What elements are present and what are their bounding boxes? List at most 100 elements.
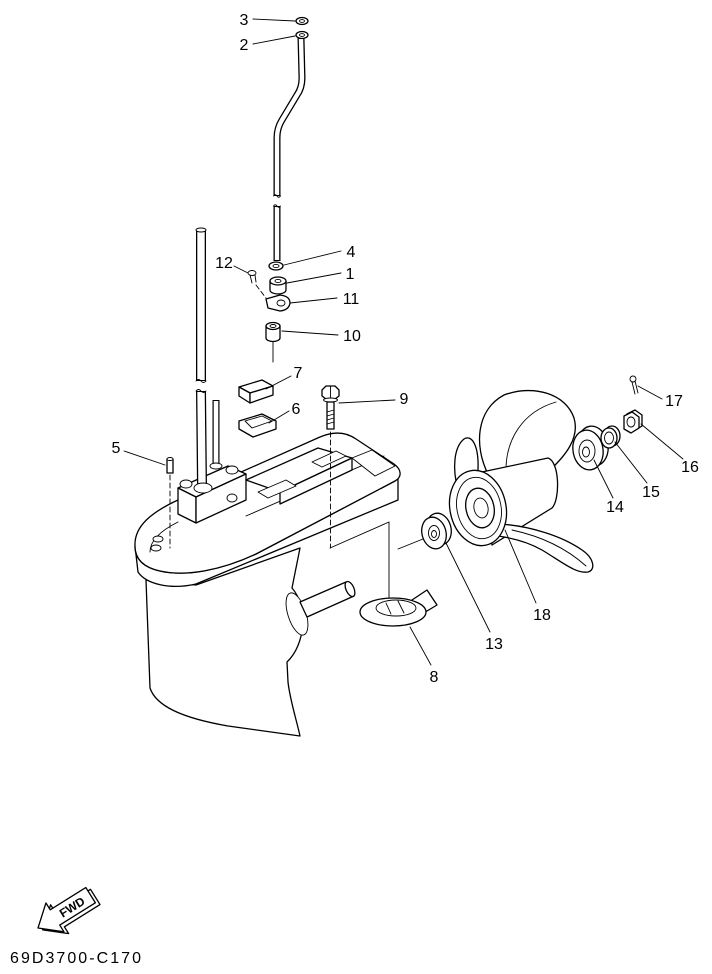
- shift-rod-assembly: [273, 16, 309, 261]
- bolt-9-thread: [326, 409, 335, 425]
- fwd-arrow-body: [37, 886, 96, 933]
- leader-lines: [123, 18, 684, 666]
- cotter-pin-17-eye: [629, 375, 637, 383]
- washer-15: [600, 425, 621, 449]
- shift-rod-upper-outline: [273, 37, 306, 196]
- leader-line-1: [286, 272, 342, 284]
- nut-16: [623, 409, 643, 434]
- gear-case-housing: [134, 432, 401, 737]
- thrust-washer-13: [421, 512, 452, 550]
- leader-line-4: [283, 250, 342, 266]
- drive-shaft-break: [195, 379, 207, 383]
- callout-11: 11: [343, 291, 360, 308]
- seal-6: [238, 413, 277, 438]
- collar-10-hole: [269, 324, 277, 328]
- dowel-pin-5: [166, 457, 174, 549]
- anode-8-detail: [385, 600, 405, 615]
- screw-12-assembly-line: [255, 284, 267, 299]
- cotter-pin-17: [629, 375, 639, 395]
- leader-line-9: [338, 399, 396, 404]
- callout-15: 15: [642, 484, 660, 501]
- callout-5: 5: [112, 440, 121, 457]
- propeller-blade-lower: [497, 523, 594, 573]
- thrust-washer-13-hole: [431, 530, 437, 538]
- callout-10: 10: [343, 328, 361, 345]
- leader-line-16: [640, 423, 684, 460]
- callout-1: 1: [346, 266, 355, 283]
- anode-8: [359, 589, 438, 627]
- shift-rod-upper-fill: [274, 38, 305, 195]
- washer-15-hole: [604, 431, 614, 445]
- callout-18: 18: [533, 607, 551, 624]
- drive-shaft-top-end: [195, 227, 207, 233]
- callout-14: 14: [606, 499, 624, 516]
- leader-line-7: [265, 375, 292, 390]
- leader-line-15: [614, 441, 648, 484]
- leader-line-13: [445, 542, 491, 633]
- plate-screw-head: [152, 535, 164, 543]
- housing-pocket: [257, 479, 297, 499]
- nut-16-hole: [626, 416, 636, 428]
- block-bolt-boss: [179, 479, 193, 489]
- rubber-pad-7-side: [249, 385, 274, 404]
- callout-7: 7: [294, 365, 303, 382]
- dowel-pin-5-top: [166, 457, 174, 461]
- propeller-blade-top: [478, 389, 576, 475]
- plate-contour-line: [149, 521, 179, 553]
- leader-line-14: [593, 459, 614, 499]
- drive-shaft-break: [195, 389, 207, 393]
- bushing-1-hole: [274, 278, 282, 284]
- drive-shaft-lower-fill: [197, 391, 206, 486]
- lower-shift-rod-bushing: [209, 462, 223, 470]
- leader-line-10: [281, 330, 339, 336]
- shift-rod-break: [273, 194, 281, 198]
- housing-pocket: [311, 450, 347, 468]
- washer-3-hole: [299, 19, 305, 23]
- leader-line-8: [409, 626, 432, 666]
- cotter-pin-17-legs: [631, 380, 639, 395]
- propeller-18: [448, 389, 594, 573]
- callout-4: 4: [347, 244, 356, 261]
- fwd-arrow-icon: FWD: [37, 886, 101, 935]
- anode-assembly-line: [329, 521, 390, 599]
- housing-ridge-side: [279, 457, 353, 505]
- propeller-blade-lower-edge: [511, 529, 587, 567]
- leader-line-17: [637, 385, 663, 400]
- drive-shaft: [193, 227, 213, 494]
- washer-4-hole: [272, 263, 280, 269]
- clip-11-hole: [276, 299, 286, 307]
- callout-2: 2: [240, 37, 249, 54]
- callout-9: 9: [400, 391, 409, 408]
- block-bolt-boss: [226, 493, 238, 503]
- callout-17: 17: [665, 393, 683, 410]
- lower-shift-rod: [209, 400, 223, 470]
- leader-line-6: [268, 410, 290, 424]
- shift-rod-connector-parts: [247, 261, 291, 363]
- callout-labels: 3 2 4 1 12 11 10 7 6 9 5 17 16 15 14 18 …: [112, 12, 699, 686]
- leader-line-11: [289, 297, 338, 304]
- leader-line-2: [252, 35, 296, 45]
- collar-10-body: [265, 325, 281, 343]
- leader-line-3: [252, 18, 296, 22]
- callout-12: 12: [215, 255, 233, 272]
- screw-12-shank: [249, 274, 257, 284]
- shift-rod-break: [273, 204, 281, 208]
- rubber-pad-7: [238, 379, 274, 404]
- drive-shaft-seal-collar: [193, 482, 213, 494]
- propeller-shaft-end: [344, 580, 356, 598]
- leader-line-18: [504, 529, 537, 604]
- propeller-hub-bore: [473, 497, 489, 519]
- block-bolt-boss: [225, 465, 239, 475]
- propeller-blade-top-edge: [505, 401, 557, 471]
- spacer-14-hole: [582, 446, 590, 458]
- dowel-pin-5-body: [166, 458, 174, 474]
- leader-line-12: [233, 265, 249, 274]
- anode-8-recess: [375, 599, 417, 617]
- upper-block-side: [195, 473, 247, 524]
- callout-3: 3: [240, 12, 249, 29]
- leader-line-5: [123, 450, 166, 466]
- callout-13: 13: [485, 636, 503, 653]
- bolt-9: [321, 385, 340, 549]
- shift-rod-end-2-hole: [299, 33, 305, 37]
